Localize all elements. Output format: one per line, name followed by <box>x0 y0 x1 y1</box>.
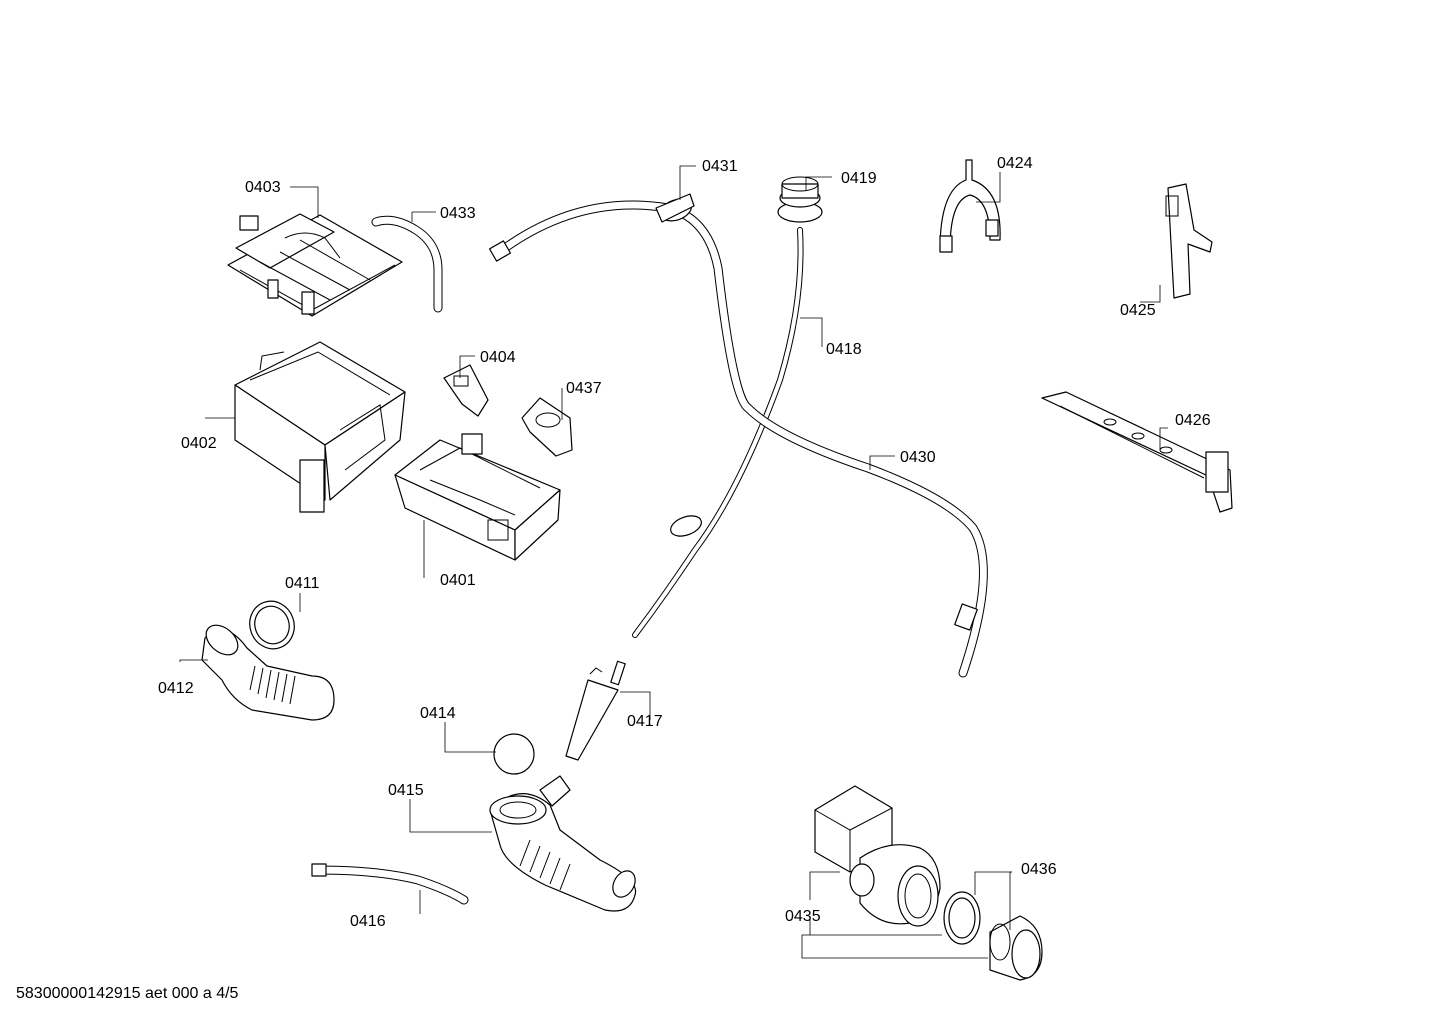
part-0404-drawing <box>443 364 489 417</box>
label-0417: 0417 <box>627 713 663 730</box>
part-0402-drawing <box>234 341 406 513</box>
part-0415-drawing <box>489 775 637 912</box>
part-0433-drawing <box>371 215 443 313</box>
label-0424: 0424 <box>997 155 1033 172</box>
label-0402: 0402 <box>181 435 217 452</box>
label-0430: 0430 <box>900 449 936 466</box>
label-0416: 0416 <box>350 913 386 930</box>
part-0426-drawing <box>1041 391 1233 513</box>
part-0412-drawing <box>201 624 335 721</box>
part-0416-drawing <box>311 863 469 905</box>
label-0431: 0431 <box>702 158 738 175</box>
part-0418-drawing <box>632 227 804 638</box>
drawing-reference: 58300000142915 aet 000 a 4/5 <box>16 985 239 1002</box>
part-0414-drawing <box>493 733 535 775</box>
part-0424-drawing <box>939 159 1001 253</box>
part-0436-drawing <box>943 891 1043 981</box>
label-0436: 0436 <box>1021 861 1057 878</box>
part-0401-drawing <box>394 433 561 561</box>
label-0403: 0403 <box>245 179 281 196</box>
part-0419-drawing <box>777 176 823 223</box>
label-0411: 0411 <box>285 575 320 592</box>
label-0415: 0415 <box>388 782 424 799</box>
part-0437-drawing <box>521 397 573 457</box>
leader-lines <box>179 165 1168 959</box>
label-0418: 0418 <box>826 341 862 358</box>
label-0414: 0414 <box>420 705 456 722</box>
label-0419: 0419 <box>841 170 877 187</box>
part-0403-drawing <box>227 213 403 317</box>
label-0437: 0437 <box>566 380 602 397</box>
label-0433: 0433 <box>440 205 476 222</box>
label-0435: 0435 <box>785 908 821 925</box>
part-0425-drawing <box>1165 183 1213 299</box>
label-0404: 0404 <box>480 349 516 366</box>
part-0435-drawing <box>814 785 941 927</box>
label-0425: 0425 <box>1120 302 1156 319</box>
label-0426: 0426 <box>1175 412 1211 429</box>
part-0431-drawing <box>655 193 695 223</box>
label-0401: 0401 <box>440 572 476 589</box>
label-0412: 0412 <box>158 680 194 697</box>
part-0417-drawing <box>565 660 626 761</box>
part-0411-drawing <box>249 600 295 650</box>
